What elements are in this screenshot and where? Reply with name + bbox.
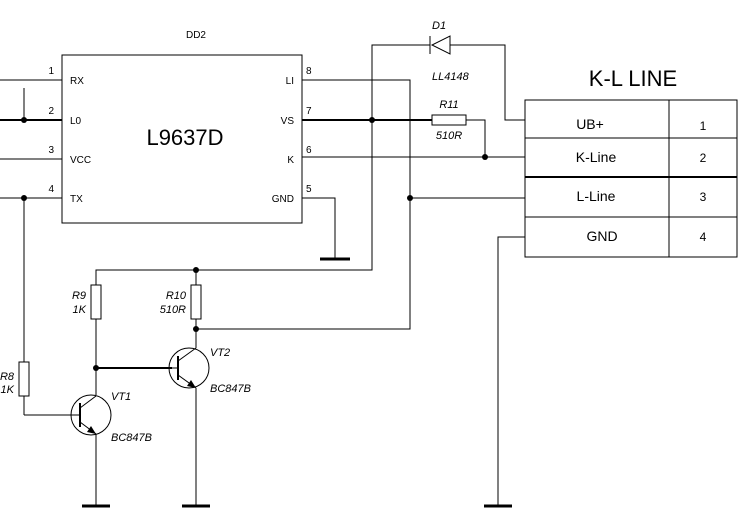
r11-value: 510R	[436, 130, 462, 142]
wire-connector-gnd	[497, 236, 525, 505]
d1-ref: D1	[432, 20, 446, 32]
chip-name-label: L9637D	[146, 125, 223, 150]
pin-name-tx: TX	[70, 194, 83, 205]
r8-ref: R8	[0, 371, 15, 383]
connector-body	[524, 99, 738, 258]
vt1-emitter-arrow	[87, 426, 96, 434]
r9-ref: R9	[72, 290, 86, 302]
connector-row-name-gnd: GND	[586, 228, 617, 244]
vt2-collector-lead	[177, 347, 197, 362]
transistor-vt1: VT1 BC847B	[70, 391, 152, 508]
chip-l9637d: DD2 L9637D 1 2 3 4 RX L0 VCC TX LI VS K …	[0, 30, 312, 224]
pin-number-1: 1	[48, 66, 54, 77]
chip-body	[61, 54, 303, 224]
wire-d1-to-ub	[450, 44, 525, 121]
chip-ref-label: DD2	[186, 30, 206, 41]
vt2-value: BC847B	[210, 383, 251, 395]
connector-row-num-4: 4	[700, 230, 707, 244]
r11-body	[431, 114, 467, 126]
pin-number-4: 4	[48, 184, 54, 195]
d1-triangle	[430, 35, 451, 55]
vt1-value: BC847B	[111, 432, 152, 444]
transistor-vt2: VT2 BC847B	[168, 347, 251, 508]
pin-name-l0: L0	[70, 116, 82, 127]
connector-title: K-L LINE	[589, 66, 677, 91]
connector-row-num-2: 2	[700, 151, 707, 165]
pin-name-rx: RX	[70, 76, 84, 87]
connector-row-num-1: 1	[700, 119, 707, 133]
resistor-r8: R8 1K	[0, 361, 70, 416]
d1-value: LL4148	[432, 71, 470, 83]
diode-d1: D1 LL4148	[429, 20, 470, 83]
vt2-emitter-arrow	[187, 380, 196, 388]
resistor-r10: R10 510R	[160, 284, 202, 348]
wire-gnd-pin5	[302, 197, 336, 258]
pin-number-6: 6	[306, 145, 312, 156]
connector-row-name-ub: UB+	[576, 116, 604, 132]
r8-body	[18, 361, 30, 397]
r10-value: 510R	[160, 304, 186, 316]
pin-number-5: 5	[306, 184, 312, 195]
vt2-body	[168, 347, 210, 389]
pin-name-li: LI	[286, 76, 294, 87]
vt1-ref: VT1	[111, 391, 131, 403]
junction-dot-k-line	[482, 154, 488, 160]
pin-number-7: 7	[306, 106, 312, 117]
connector-row-num-3: 3	[700, 190, 707, 204]
pin-number-8: 8	[306, 66, 312, 77]
connector-kl-line: K-L LINE UB+ K-Line L-Line GND 1 2 3 4	[524, 66, 738, 258]
r11-ref: R11	[439, 99, 458, 111]
r10-body	[190, 284, 202, 320]
wire-vs-to-d1	[371, 44, 430, 120]
r9-body	[90, 284, 102, 320]
pin-name-gnd: GND	[272, 194, 294, 205]
pin-name-vcc: VCC	[70, 155, 91, 166]
pin-name-vs: VS	[281, 116, 295, 127]
connector-row-name-k-line: K-Line	[576, 149, 617, 165]
wire-vs-to-r9	[95, 120, 373, 285]
pin-number-3: 3	[48, 145, 54, 156]
r8-value: 1K	[1, 384, 15, 396]
pin-number-2: 2	[48, 106, 54, 117]
resistor-r9: R9 1K	[72, 284, 102, 395]
junction-dot-l-line	[407, 195, 413, 201]
connector-row-name-l-line: L-Line	[577, 188, 616, 204]
r9-value: 1K	[73, 304, 87, 316]
r11-lead	[466, 119, 486, 157]
resistor-r11: R11 510R	[431, 99, 486, 157]
vt2-ref: VT2	[210, 347, 230, 359]
r10-ref: R10	[166, 290, 187, 302]
pin-name-k: K	[287, 155, 294, 166]
wire-li	[196, 79, 411, 330]
vt1-collector-lead	[79, 395, 97, 409]
